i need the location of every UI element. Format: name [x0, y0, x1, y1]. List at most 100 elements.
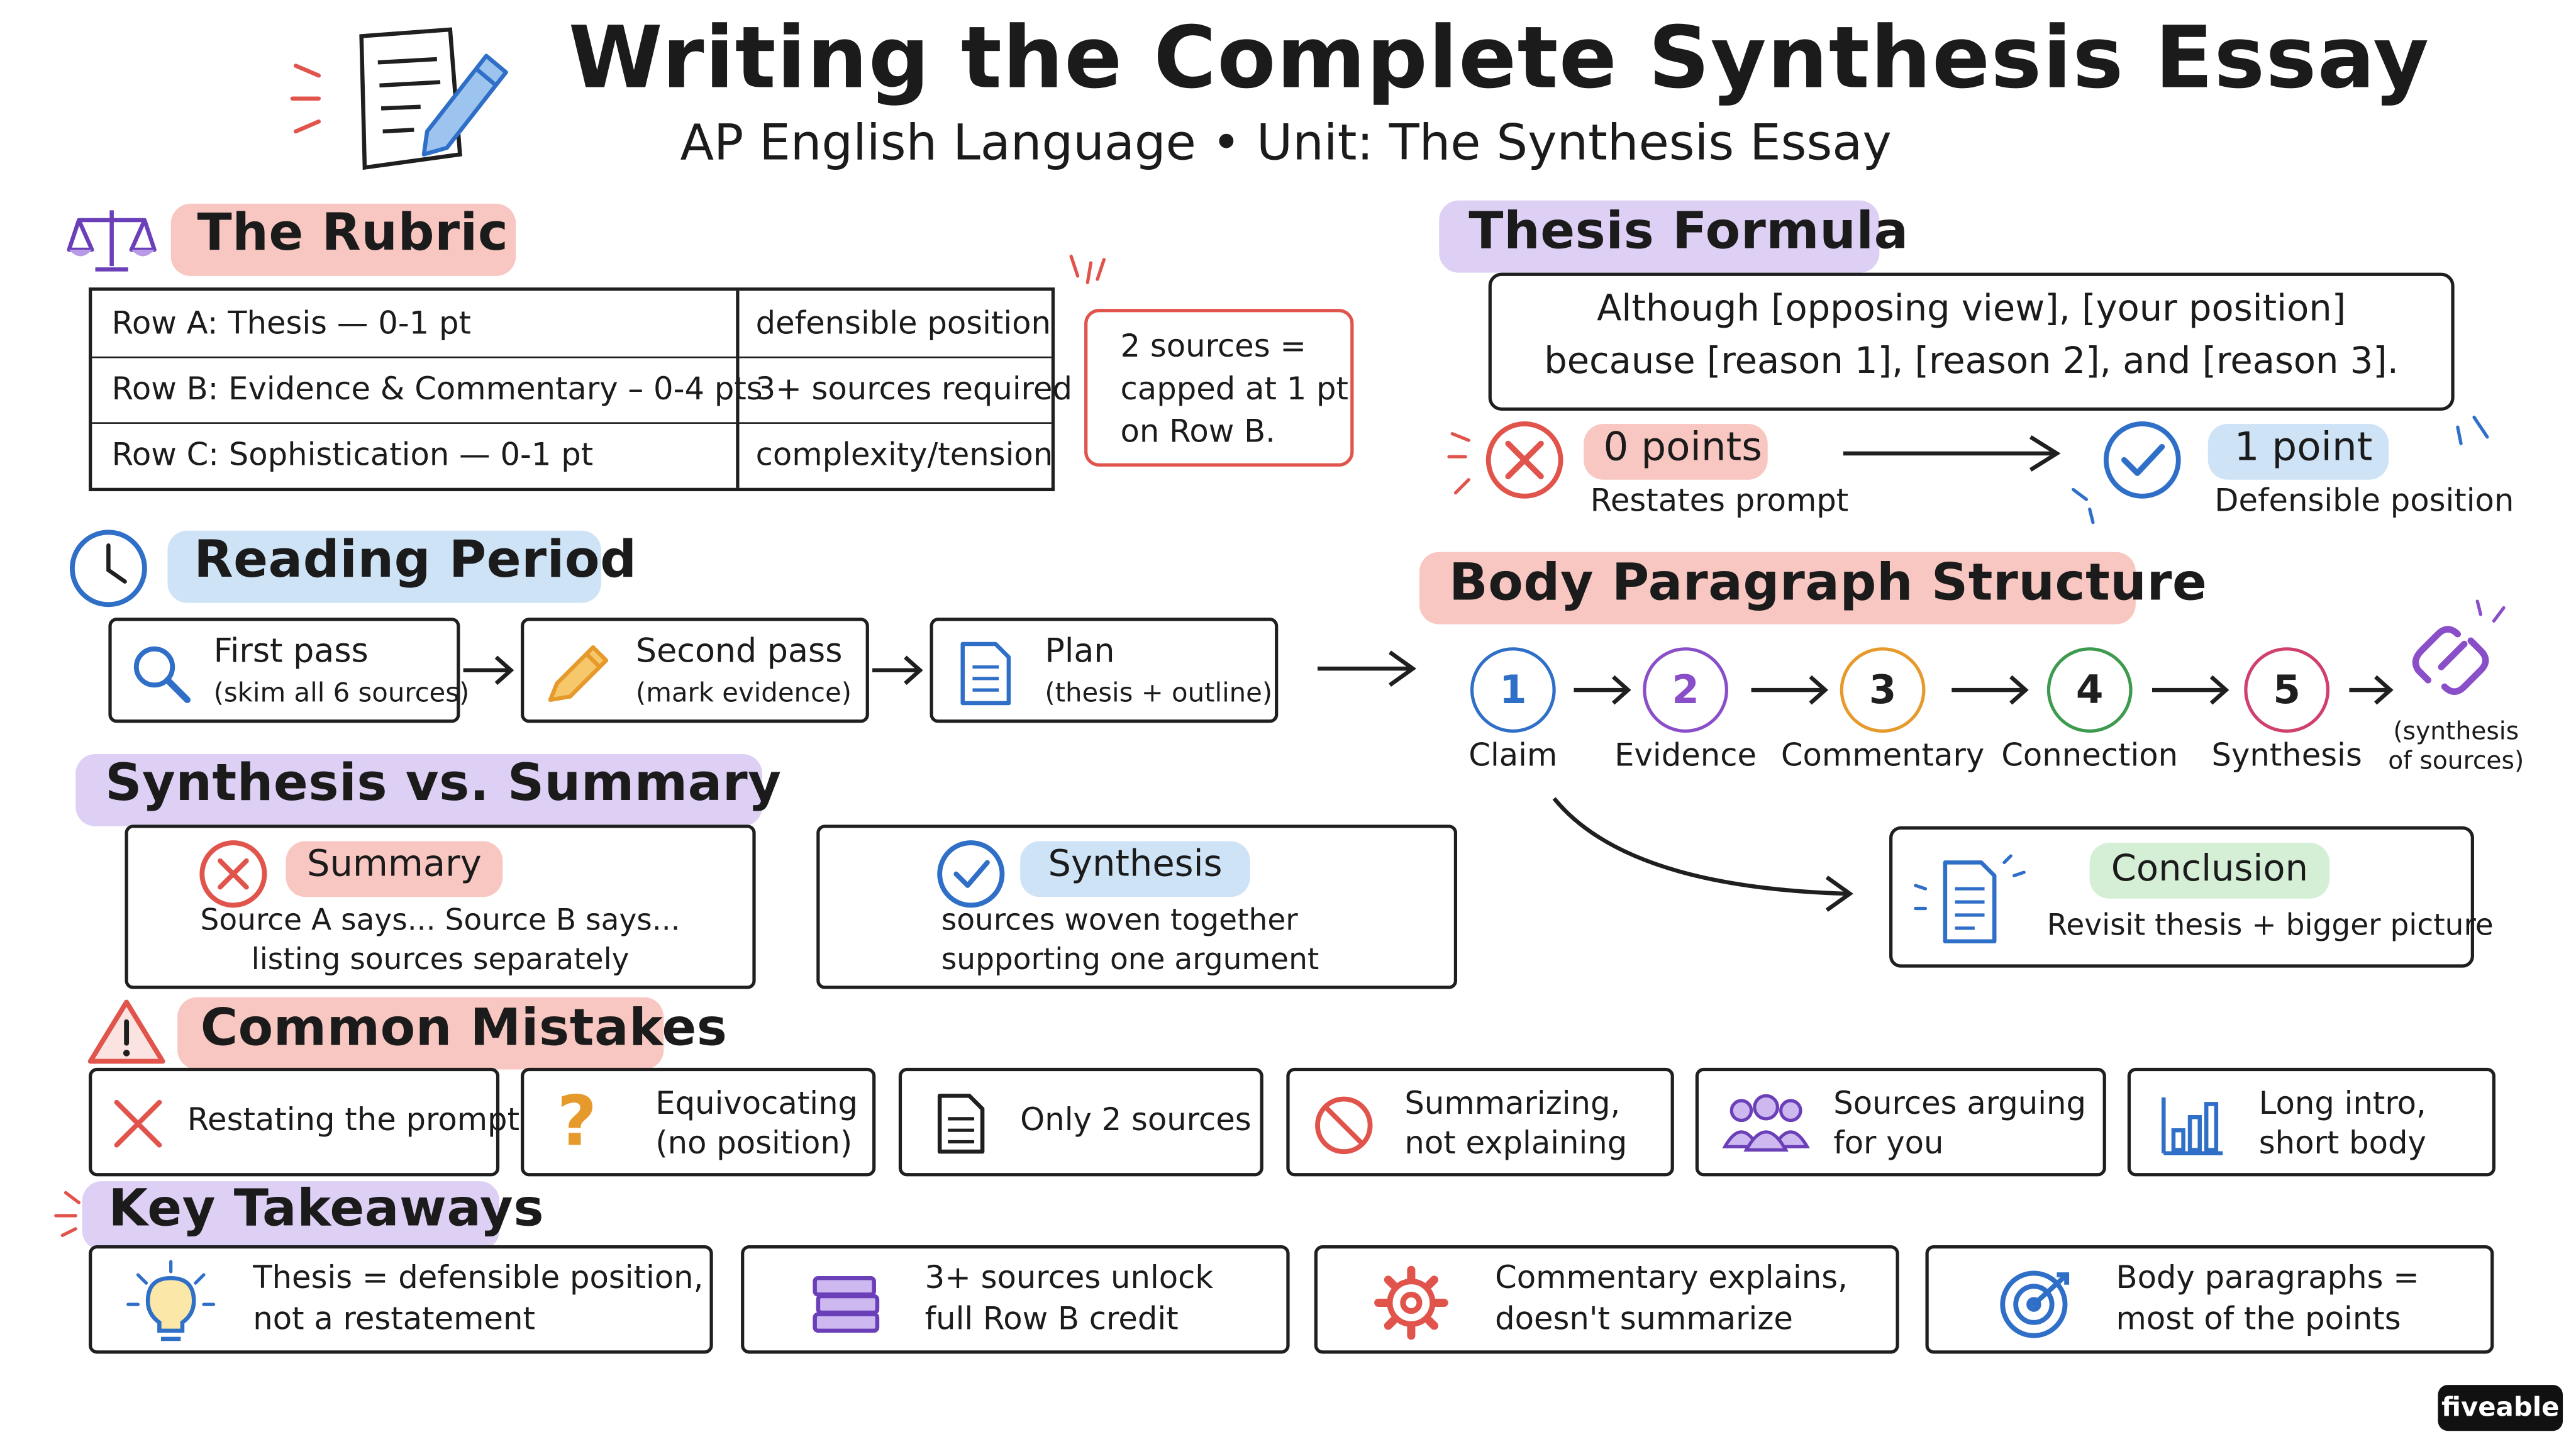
step-label: Evidence: [1614, 737, 1757, 774]
rubric-row-detail: complexity/tension: [755, 436, 1053, 474]
spark-lines-icon: [1065, 250, 1114, 292]
mistake-text: not explaining: [1404, 1125, 1628, 1162]
spark-lines-icon: [2451, 411, 2494, 457]
synthesis-line: sources woven together: [941, 903, 1298, 938]
one-point-highlight: [2207, 423, 2389, 480]
mistake-card: Long intro, short body: [2127, 1067, 2496, 1177]
synthesis-title: Synthesis: [1048, 844, 1223, 886]
summary-box: Summary Source A says... Source B says..…: [125, 824, 756, 989]
clock-icon: [65, 526, 151, 618]
arrow-right-icon: [1314, 644, 1419, 700]
fiveable-logo: fiveable: [2438, 1385, 2563, 1431]
thesis-heading: Thesis Formula: [1468, 202, 1909, 262]
zero-points-caption: Restates prompt: [1590, 482, 1849, 519]
note-line: 2 sources =: [1120, 328, 1306, 365]
conclusion-title-highlight: [2089, 843, 2330, 899]
page-subtitle: AP English Language • Unit: The Synthesi…: [680, 114, 1892, 173]
reading-step-plan: Plan (thesis + outline): [930, 618, 1279, 723]
mistake-text: for you: [1833, 1125, 1944, 1162]
x-circle-icon: [1446, 411, 1571, 519]
formula-line: because [reason 1], [reason 2], and [rea…: [1544, 341, 2399, 383]
synthesis-note-line: (synthesis: [2393, 716, 2519, 746]
row-b-cap-note: 2 sources = capped at 1 pt on Row B.: [1084, 309, 1354, 467]
mistake-text: Only 2 sources: [1020, 1102, 1252, 1139]
step-detail: (mark evidence): [635, 677, 852, 708]
takeaway-text: not a restatement: [253, 1301, 535, 1338]
question-mark-icon: ?: [557, 1080, 597, 1162]
takeaway-card: Body paragraphs = most of the points: [1925, 1245, 2494, 1354]
document-icon: [1909, 853, 2040, 958]
reading-heading-highlight: [167, 530, 602, 603]
step-label: Synthesis: [2211, 737, 2362, 774]
step-label: Connection: [2001, 737, 2179, 774]
mistake-text: Summarizing,: [1404, 1085, 1621, 1123]
synthesis-note-line: of sources): [2388, 745, 2524, 775]
rubric-row-label: Row C: Sophistication — 0-1 pt: [111, 436, 594, 474]
conclusion-box: Conclusion Revisit thesis + bigger pictu…: [1889, 826, 2494, 968]
curved-arrow-icon: [1544, 789, 1872, 926]
rubric-heading-highlight: [170, 203, 516, 276]
step-detail: (thesis + outline): [1045, 677, 1273, 708]
table-row: Row C: Sophistication — 0-1 pt complexit…: [92, 422, 1053, 490]
mistake-card: Summarizing, not explaining: [1286, 1067, 1674, 1177]
body-heading: Body Paragraph Structure: [1448, 553, 2207, 613]
step-label: Commentary: [1780, 737, 1985, 774]
synthesis-heading: Synthesis vs. Summary: [105, 753, 782, 814]
mistake-text: Equivocating: [655, 1085, 858, 1123]
mistake-card: Only 2 sources: [898, 1067, 1263, 1177]
warning-icon: [86, 996, 168, 1074]
check-circle-icon: [2067, 411, 2198, 536]
table-divider: [736, 291, 739, 488]
page-title: Writing the Complete Synthesis Essay: [568, 9, 2430, 109]
step-title: Second pass: [635, 631, 843, 670]
arrow-right-icon: [1570, 670, 1636, 716]
x-mark-icon: [112, 1097, 165, 1157]
summary-line: listing sources separately: [251, 943, 630, 978]
rubric-row-detail: 3+ sources required: [755, 371, 1072, 408]
synthesis-heading-highlight: [75, 753, 763, 826]
arrow-right-icon: [2346, 670, 2399, 716]
takeaway-card: 3+ sources unlock full Row B credit: [741, 1245, 1290, 1354]
takeaway-text: Body paragraphs =: [2116, 1260, 2419, 1297]
rubric-heading: The Rubric: [197, 203, 509, 263]
reading-heading: Reading Period: [194, 530, 637, 590]
summary-line: Source A says... Source B says...: [200, 903, 680, 938]
synthesis-box: Synthesis sources woven together support…: [816, 824, 1458, 989]
chain-link-icon: [2408, 595, 2516, 716]
zero-points-highlight: [1584, 423, 1768, 480]
mistake-text: (no position): [655, 1125, 853, 1162]
step-circle-5: 5: [2244, 647, 2330, 733]
thesis-formula-box: Although [opposing view], [your position…: [1488, 272, 2455, 411]
step-title: Plan: [1045, 631, 1115, 670]
step-circle-3: 3: [1840, 647, 1926, 733]
mistakes-heading: Common Mistakes: [200, 999, 728, 1058]
mistake-text: Sources arguing: [1833, 1085, 2087, 1123]
table-row: Row B: Evidence & Commentary – 0-4 pts 3…: [92, 357, 1072, 424]
pencil-icon: [540, 641, 609, 716]
conclusion-title: Conclusion: [2111, 849, 2309, 891]
takeaways-heading-highlight: [82, 1181, 500, 1250]
takeaway-text: full Row B credit: [924, 1301, 1179, 1338]
thesis-heading-highlight: [1439, 200, 1880, 273]
step-circle-2: 2: [1643, 647, 1729, 733]
step-detail: (skim all 6 sources): [213, 677, 470, 708]
takeaway-card: Commentary explains, doesn't summarize: [1314, 1245, 1899, 1354]
lightbulb-icon: [125, 1258, 217, 1357]
book-stack-icon: [810, 1265, 882, 1343]
arrow-right-icon: [869, 650, 928, 696]
spark-lines-icon: [49, 1186, 85, 1248]
summary-title-highlight: [286, 841, 503, 897]
arrow-right-icon: [1948, 670, 2034, 716]
rubric-row-detail: defensible position: [755, 305, 1051, 342]
gear-icon: [1374, 1265, 1449, 1347]
takeaway-card: Thesis = defensible position, not a rest…: [89, 1245, 713, 1354]
group-icon: [1722, 1094, 1811, 1163]
mistake-text: Restating the prompt: [187, 1102, 520, 1139]
target-icon: [1997, 1265, 2076, 1347]
bar-chart-icon: [2160, 1094, 2226, 1163]
summary-title: Summary: [307, 844, 482, 886]
arrow-right-icon: [1840, 430, 2063, 483]
document-icon: [935, 1091, 987, 1163]
document-icon: [956, 638, 1015, 716]
one-point-caption: Defensible position: [2214, 482, 2514, 519]
